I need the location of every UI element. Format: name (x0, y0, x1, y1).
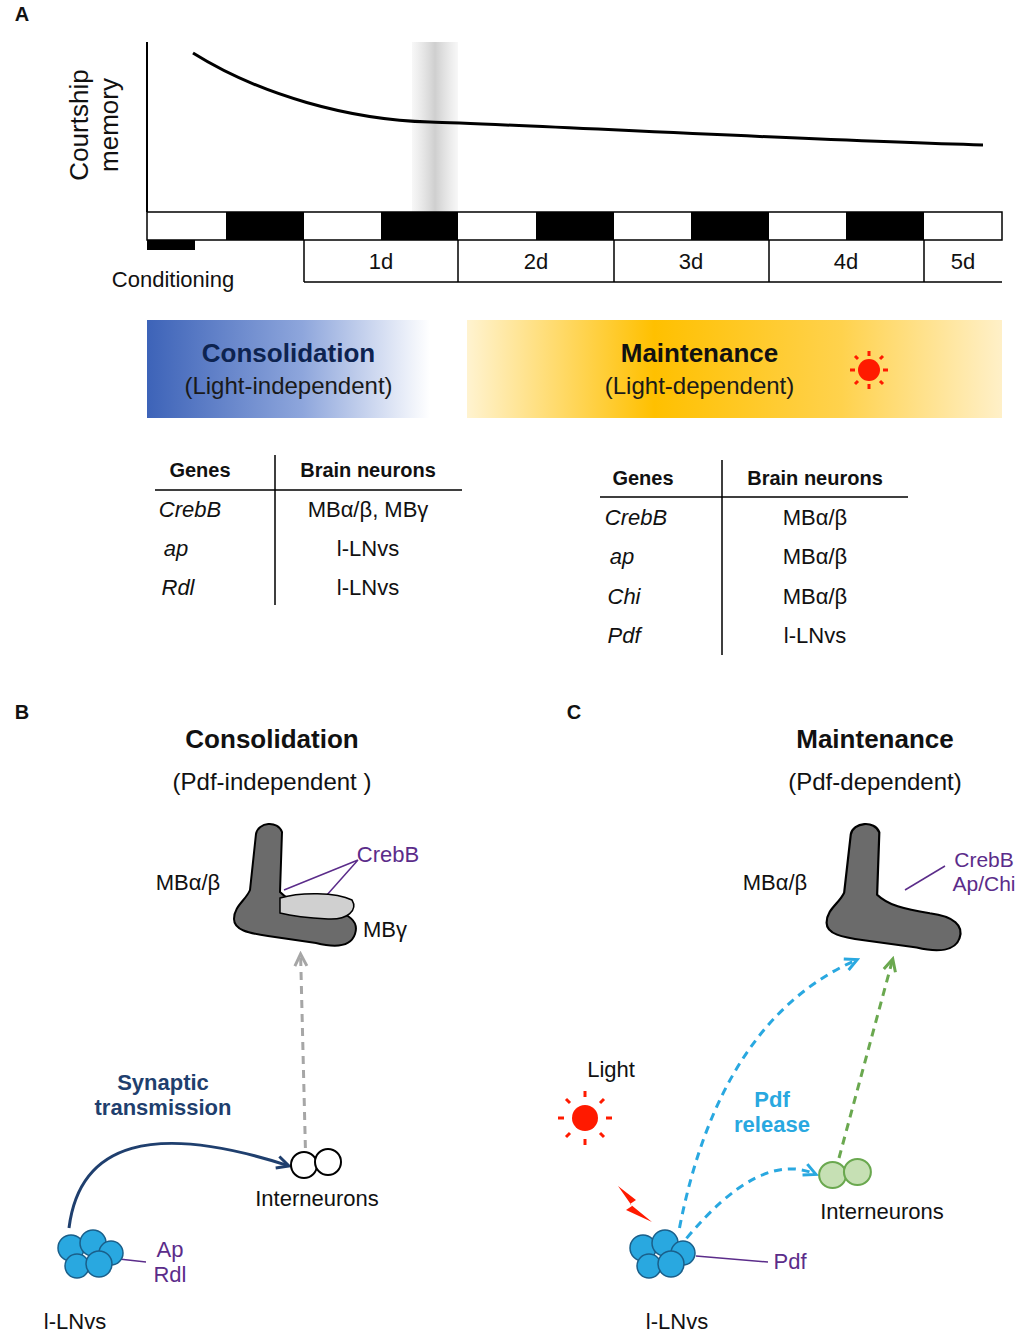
table-rules (155, 455, 908, 655)
conditioning-bar (147, 240, 195, 250)
node-text: Interneurons (255, 1186, 379, 1211)
node-text: Consolidation (202, 337, 375, 371)
connector-arrow (680, 960, 857, 1228)
y-axis (146, 42, 148, 212)
text-label: 3d (679, 249, 703, 274)
node-shape (815, 1158, 875, 1190)
text-label: Brain neurons (747, 467, 883, 490)
memory-curve (193, 53, 983, 145)
text-label: l-LNvs (337, 575, 399, 600)
text-label: Genes (169, 459, 230, 482)
phase-band: Maintenance(Light-dependent) (467, 320, 1002, 418)
text-label: (Pdf-independent ) (173, 768, 372, 796)
text-label: Chi (607, 584, 640, 609)
edge-label: Pdf release (727, 1086, 817, 1139)
connector-arrow (69, 1143, 288, 1228)
day-ticks (304, 240, 1002, 282)
connector-arrow (687, 1169, 816, 1239)
phase-band: Consolidation(Light-independent) (147, 320, 430, 418)
brain-structure: l-LNvsAp Rdl (55, 1228, 125, 1280)
node-shape (228, 820, 360, 955)
text-label: MBα/β, MBγ (308, 497, 429, 522)
brain-structure: l-LNvsPdf (627, 1228, 697, 1280)
node-text: MBα/β (743, 870, 808, 895)
sun-icon (558, 1091, 612, 1145)
node-shape (55, 1228, 125, 1280)
text-label: ap (164, 536, 188, 561)
node-text: MBγ (363, 917, 407, 942)
text-label: Light (587, 1057, 635, 1082)
node-text: Ap Rdl (148, 1237, 192, 1288)
connector-arrow (839, 960, 893, 1158)
node-text: Interneurons (820, 1199, 944, 1224)
node-text: Pdf (773, 1249, 806, 1274)
text-label: B (15, 701, 29, 724)
text-label: MBα/β (783, 544, 848, 569)
sun-icon (847, 348, 891, 392)
text-label: 5d (951, 249, 975, 274)
lightning-bolt (618, 1186, 652, 1222)
text-label: Courtship memory (65, 60, 125, 190)
node-text: MBα/β (156, 870, 221, 895)
text-label: Consolidation (185, 725, 358, 755)
text-label: Conditioning (112, 267, 234, 292)
brain-structure: MBα/βCrebBMBγ (228, 820, 360, 955)
node-text: (Light-dependent) (605, 370, 794, 401)
node-shape (627, 1228, 697, 1280)
text-label: MBα/β (783, 505, 848, 530)
text-label: Pdf (607, 623, 640, 648)
text-label: CrebB (159, 497, 221, 522)
text-label: 2d (524, 249, 548, 274)
node-text: (Light-independent) (184, 370, 392, 401)
edge-label: Synaptic transmission (85, 1069, 241, 1122)
text-label: l-LNvs (784, 623, 846, 648)
node-shape (820, 820, 965, 960)
text-label: Genes (612, 467, 673, 490)
text-label: 1d (369, 249, 393, 274)
text-label: ap (610, 544, 634, 569)
shaded-window (412, 42, 458, 212)
text-label: l-LNvs (337, 536, 399, 561)
brain-structure: Interneurons (815, 1158, 875, 1190)
text-label: Maintenance (796, 725, 954, 755)
text-label: A (15, 3, 29, 26)
light-dark-bar (147, 212, 1002, 240)
text-label: CrebB (605, 505, 667, 530)
text-label: MBα/β (783, 584, 848, 609)
text-label: Rdl (161, 575, 194, 600)
connector-arrow (301, 955, 306, 1148)
node-text: Maintenance (621, 337, 779, 371)
node-shape (288, 1148, 346, 1180)
text-label: (Pdf-dependent) (788, 768, 961, 796)
node-text: CrebB Ap/Chi (949, 848, 1019, 896)
node-text: l-LNvs (646, 1309, 708, 1334)
node-text: l-LNvs (44, 1309, 106, 1334)
text-label: 4d (834, 249, 858, 274)
node-text: CrebB (357, 842, 419, 867)
text-label: C (567, 701, 581, 724)
text-label: Brain neurons (300, 459, 436, 482)
brain-structure: MBα/βCrebB Ap/Chi (820, 820, 965, 960)
brain-structure: Interneurons (288, 1148, 346, 1180)
